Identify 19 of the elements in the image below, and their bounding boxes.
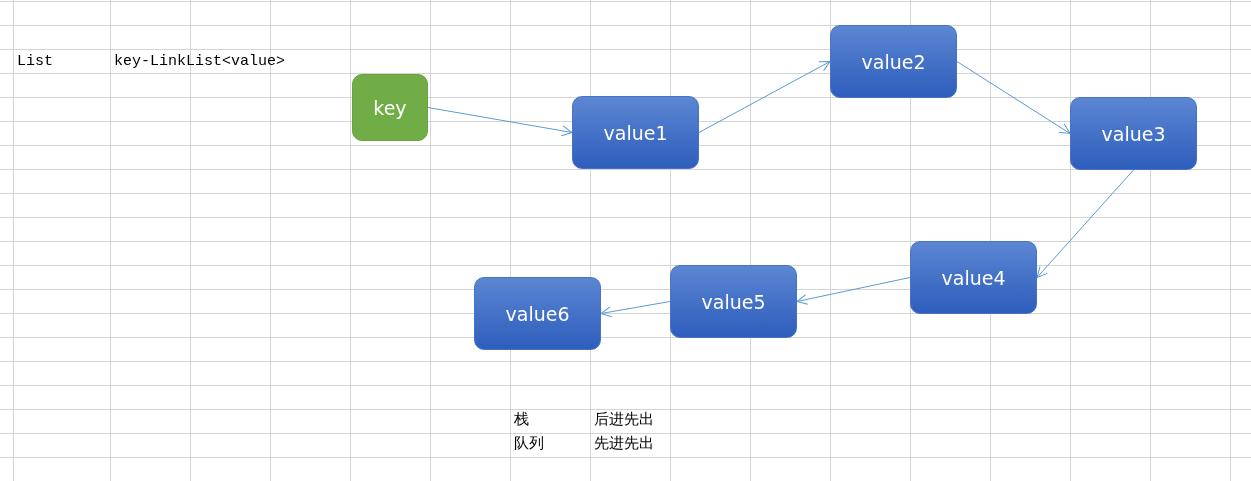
- cell-text: key-LinkList<value>: [114, 53, 286, 71]
- arrow: [1036, 169, 1134, 278]
- cell-text: 先进先出: [594, 436, 654, 454]
- arrow: [427, 107, 573, 137]
- rounded-box: value6: [474, 277, 601, 350]
- rounded-box: value5: [670, 265, 797, 338]
- arrow: [600, 301, 671, 318]
- arrow: [956, 61, 1071, 134]
- cell-text: 队列: [514, 436, 544, 454]
- arrow: [698, 61, 831, 133]
- cell-text: List: [17, 53, 53, 71]
- arrow: [796, 277, 911, 305]
- rounded-box: value4: [910, 241, 1037, 314]
- rounded-box: value1: [572, 96, 699, 169]
- rounded-box: value3: [1070, 97, 1197, 170]
- cell-text: 后进先出: [594, 412, 654, 430]
- rounded-box: key: [352, 74, 428, 141]
- rounded-box: value2: [830, 25, 957, 98]
- cell-text: 栈: [514, 412, 529, 430]
